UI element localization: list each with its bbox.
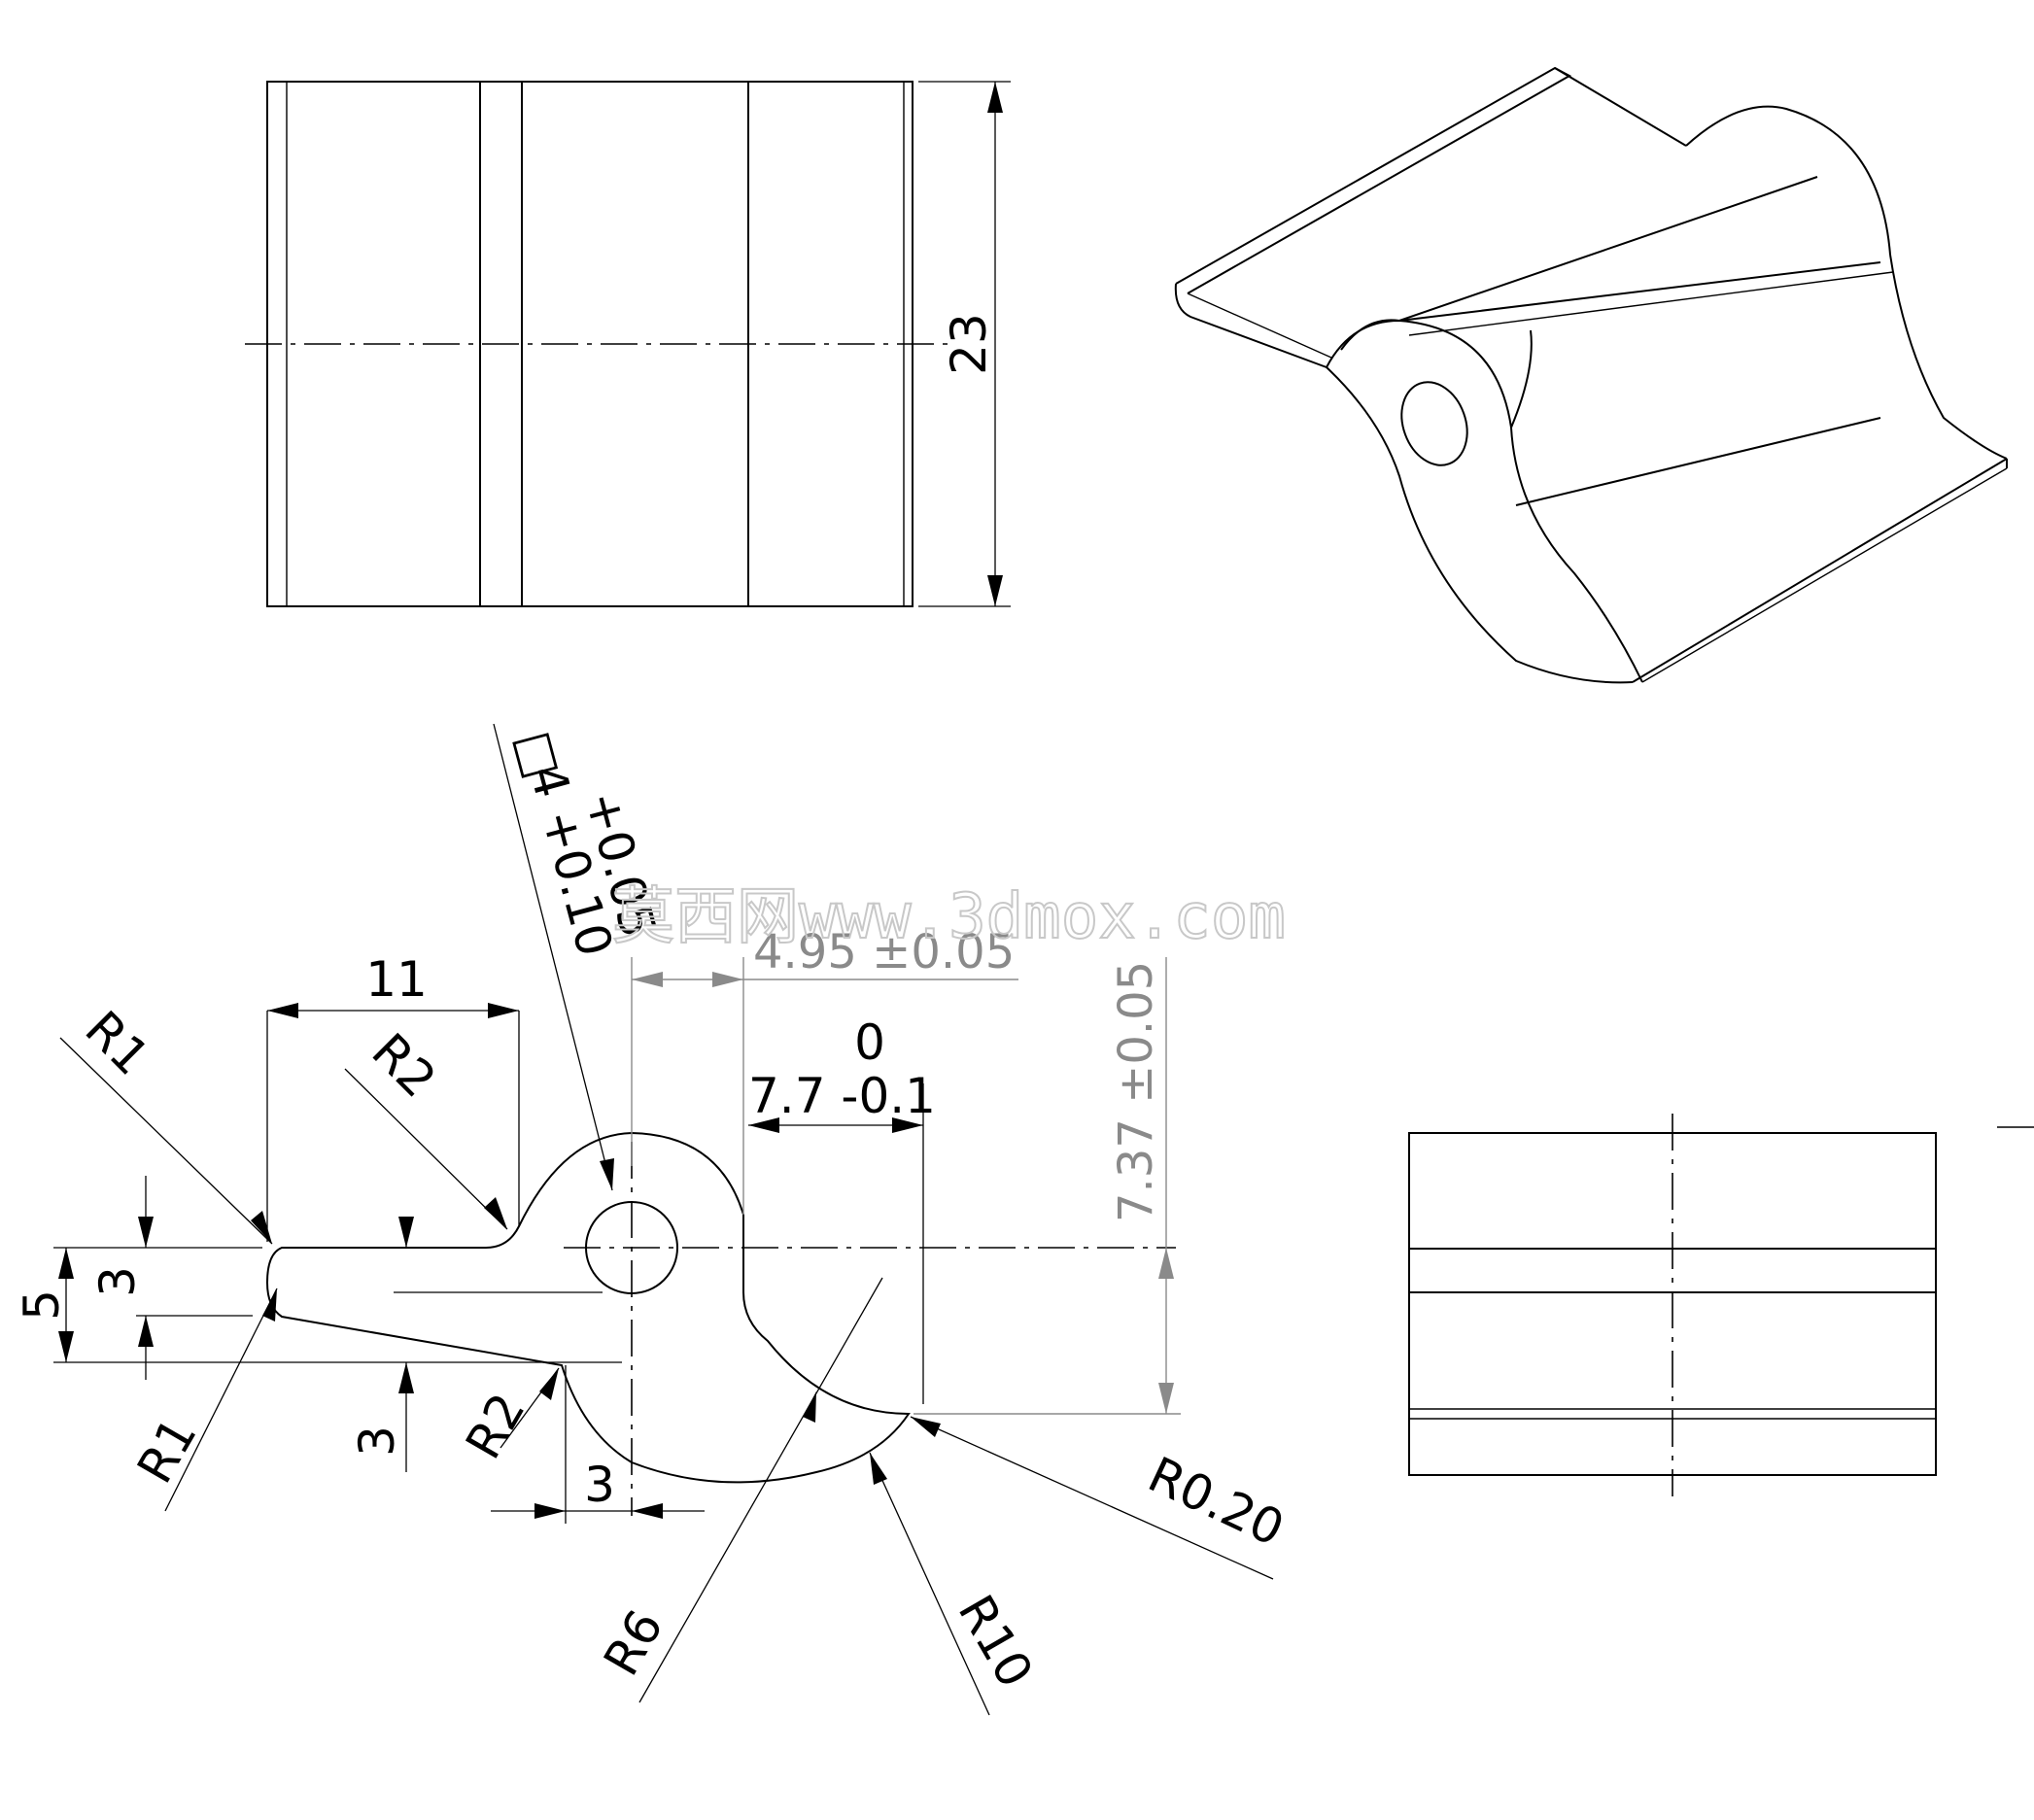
r10-label: R10 [948, 1586, 1044, 1697]
isometric-view [1174, 66, 2008, 684]
dim-23-label: 23 [941, 313, 997, 375]
r1-top-label: R1 [75, 1000, 160, 1085]
r0-20-label: R0.20 [1140, 1446, 1293, 1557]
dim-5-label: 5 [14, 1289, 70, 1321]
dim-7-37-label: 7.37 ±0.05 [1109, 961, 1163, 1222]
side-view [1408, 1114, 2034, 1496]
r2-bottom-label: R2 [455, 1384, 536, 1468]
dim-7-7-label: 7.7 -0.1 [748, 1068, 936, 1124]
r2-top-label: R2 [362, 1022, 447, 1108]
front-profile-view: 11 R1 R2 5 3 R1 3 [14, 723, 1293, 1716]
r6-label: R6 [593, 1600, 674, 1685]
top-view: 23 [245, 81, 1011, 607]
dim-11-label: 11 [365, 951, 428, 1008]
dim-0-label: 0 [854, 1014, 885, 1071]
dim-3-lower-label: 3 [349, 1425, 405, 1457]
dim-3-left-label: 3 [89, 1266, 146, 1297]
r1-bottom-label: R1 [126, 1408, 208, 1493]
dim-4-95-label: 4.95 ±0.05 [753, 925, 1015, 979]
dim-3-horizontal-label: 3 [584, 1457, 615, 1513]
watermark: 莫西网www.3dmox.com [612, 881, 1286, 953]
